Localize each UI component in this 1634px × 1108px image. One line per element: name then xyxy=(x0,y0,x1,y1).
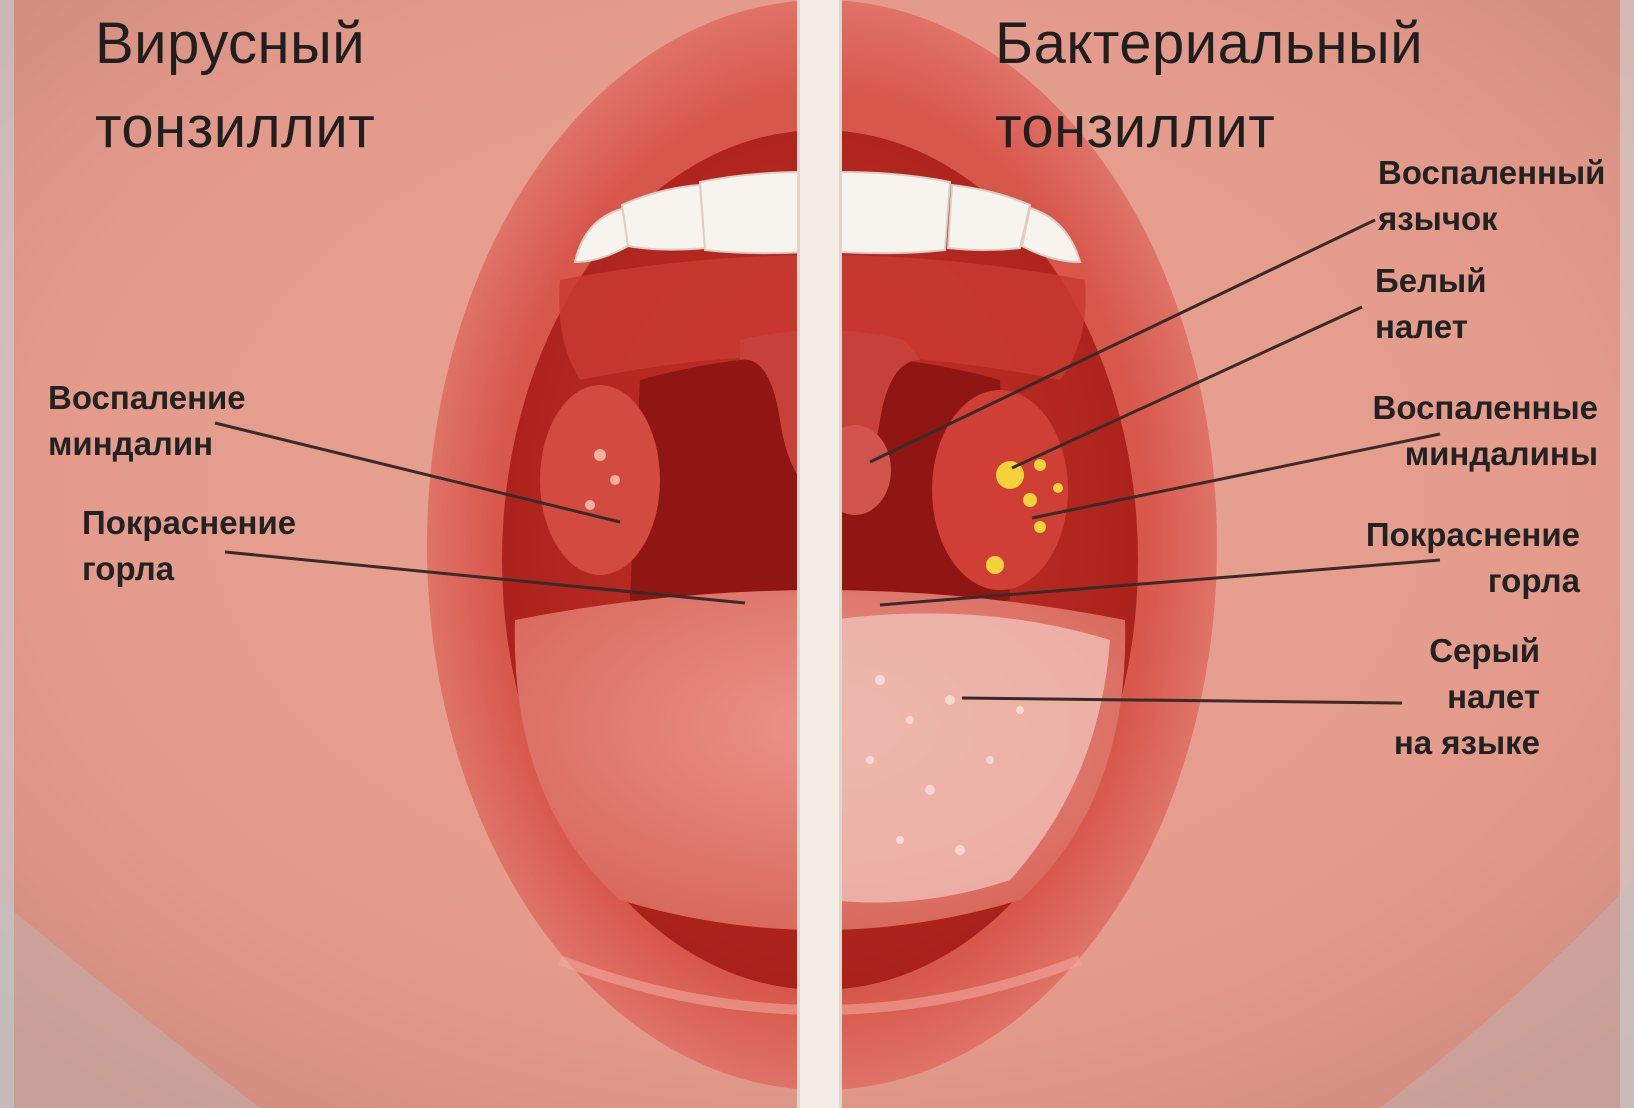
left-tonsil xyxy=(540,385,660,575)
center-divider xyxy=(797,0,842,1108)
